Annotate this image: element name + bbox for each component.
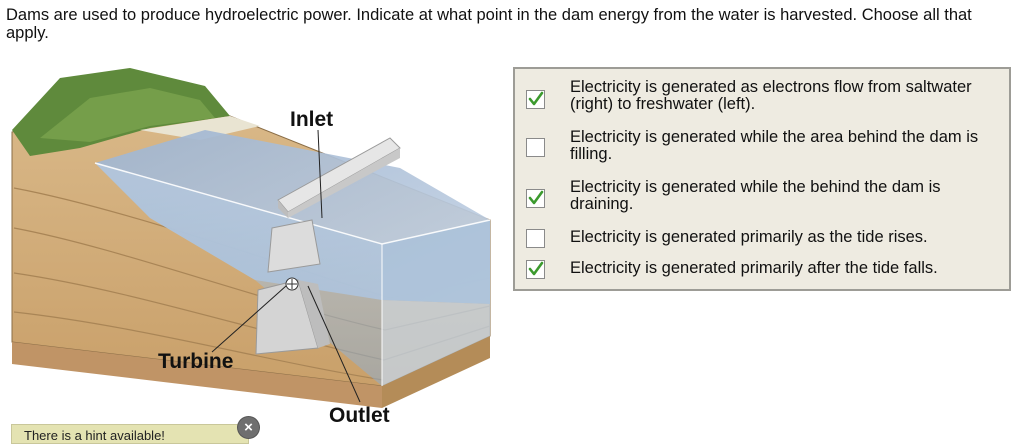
turbine-label: Turbine — [158, 350, 234, 373]
answer-options-panel: Electricity is generated as electrons fl… — [513, 67, 1011, 291]
hint-banner[interactable]: There is a hint available! — [11, 424, 249, 444]
option-checkbox[interactable] — [526, 138, 545, 157]
option-label: Electricity is generated while the area … — [570, 128, 979, 163]
checkmark-icon — [528, 261, 544, 276]
option-label: Electricity is generated as electrons fl… — [570, 78, 972, 113]
option-label: Electricity is generated primarily after… — [570, 259, 938, 277]
close-circle-icon[interactable]: × — [238, 417, 259, 438]
option-label: Electricity is generated while the behin… — [570, 178, 941, 213]
option-checkbox[interactable] — [526, 229, 545, 248]
inlet-label: Inlet — [290, 108, 334, 131]
checkmark-icon — [528, 190, 544, 205]
question-text: Dams are used to produce hydroelectric p… — [6, 6, 972, 42]
option-checkbox[interactable] — [526, 90, 545, 109]
checkmark-icon — [528, 91, 544, 106]
option-checkbox[interactable] — [526, 260, 545, 279]
option-checkbox[interactable] — [526, 189, 545, 208]
option-label: Electricity is generated primarily as th… — [570, 228, 928, 246]
outlet-label: Outlet — [329, 404, 390, 427]
dam-illustration: Inlet Turbine Outlet — [0, 68, 510, 437]
